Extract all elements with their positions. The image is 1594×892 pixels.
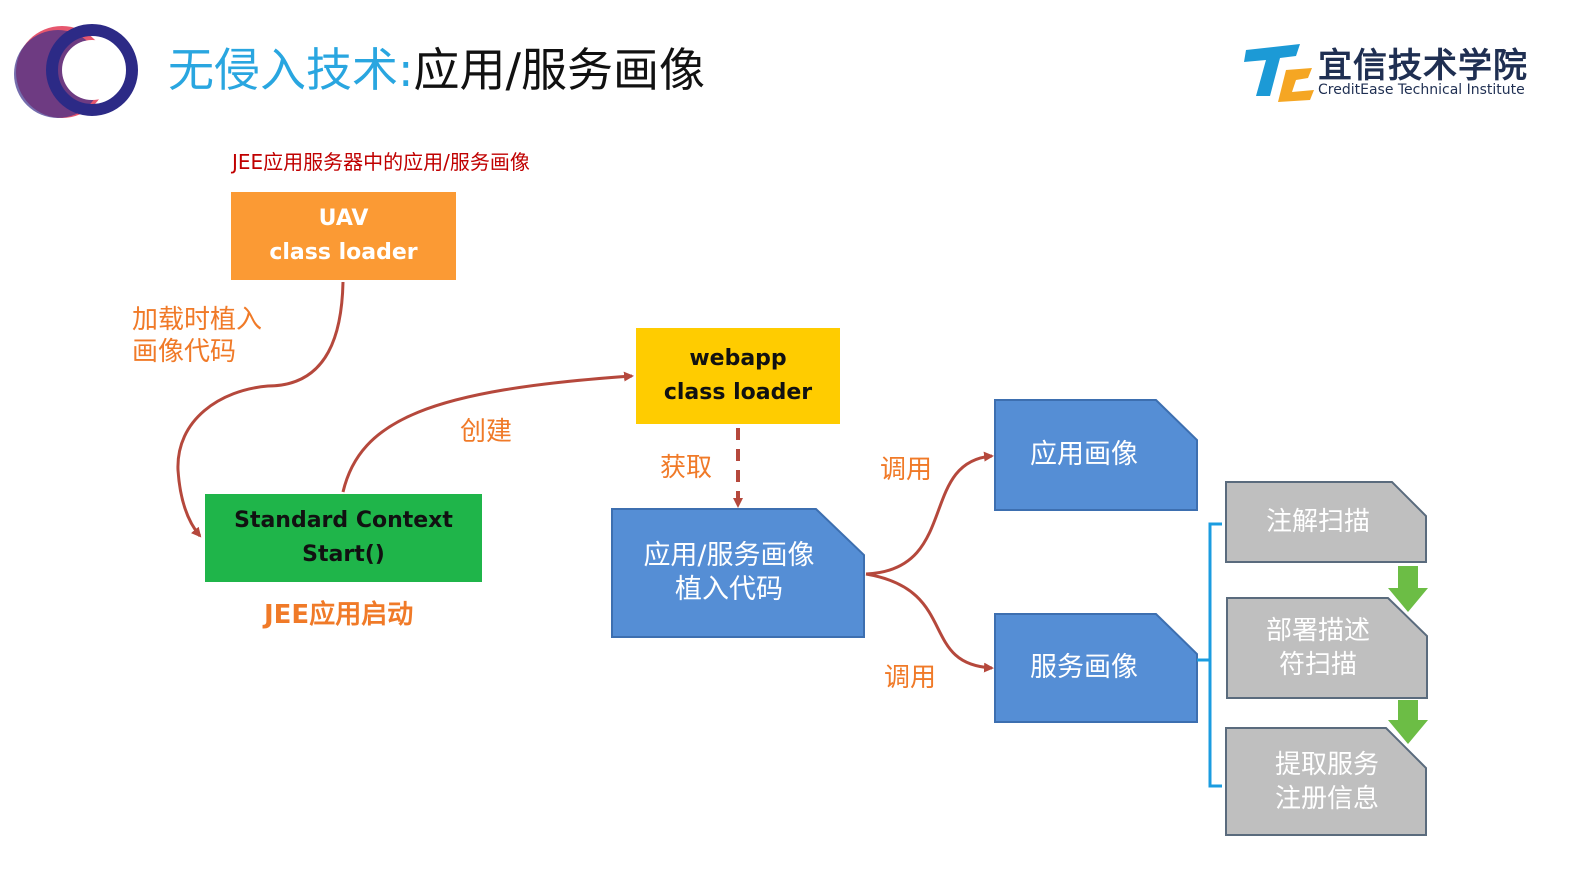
service-profile-doc: 服务画像	[995, 614, 1173, 722]
scan-step-doc-shape	[1225, 481, 1427, 563]
inject-doc-line2: 植入代码	[675, 574, 783, 605]
brand-monogram-icon	[1244, 44, 1314, 102]
webapp-box-line1: webapp	[689, 346, 787, 371]
scan-step-3-line2: 注册信息	[1274, 783, 1379, 814]
webapp-class-loader-box: webapp class loader	[636, 328, 840, 424]
webapp-box-line2: class loader	[663, 380, 813, 405]
uav-box-line2: class loader	[269, 240, 418, 265]
diagram-subtitle: JEE应用服务器中的应用/服务画像	[232, 150, 530, 174]
scan-step-annotation: 注解扫描	[1226, 482, 1410, 562]
brand-logo-rings	[14, 24, 138, 118]
create-label: 创建	[460, 417, 513, 447]
context-box-line1: Standard Context	[234, 508, 453, 533]
app-profile-doc-shape	[994, 399, 1198, 511]
inject-label: 加载时植入 画像代码	[132, 304, 262, 368]
page-title-rest: 应用/服务画像	[413, 43, 706, 97]
scan-bracket	[1208, 522, 1222, 788]
arrow-inject-to-app-profile	[865, 451, 994, 576]
scan-step-extract: 提取服务 注册信息	[1226, 728, 1428, 835]
uav-class-loader-box: UAV class loader	[231, 192, 456, 280]
page-title-highlight: 无侵入技术:	[168, 43, 414, 97]
scan-step-2-line2: 符扫描	[1278, 650, 1357, 680]
standard-context-box: Standard Context Start()	[205, 494, 482, 582]
scan-step-descriptor: 部署描述 符扫描	[1227, 598, 1409, 698]
fetch-label: 获取	[660, 453, 713, 483]
scan-step-2-line1: 部署描述	[1265, 616, 1370, 646]
arrow-inject-to-service-profile	[865, 572, 994, 673]
inject-label-line2: 画像代码	[132, 337, 237, 367]
arrow-context-to-webapp	[341, 371, 634, 493]
brand-name-cn: 宜信技术学院	[1318, 46, 1528, 86]
green-down-arrow-icon	[1388, 700, 1428, 744]
app-profile-doc: 应用画像	[995, 400, 1173, 510]
call-label-bottom: 调用	[884, 663, 937, 693]
green-down-arrow-icon	[1388, 566, 1428, 612]
page-title: 无侵入技术:应用/服务画像	[168, 38, 705, 102]
inject-doc-line1: 应用/服务画像	[643, 540, 815, 571]
uav-box-line1: UAV	[318, 206, 369, 231]
inject-code-doc-shape	[611, 508, 865, 638]
jee-start-label: JEE应用启动	[264, 600, 414, 630]
arrow-uav-to-context	[176, 281, 345, 538]
inject-label-line1: 加载时植入	[132, 305, 263, 335]
service-profile-doc-shape	[994, 613, 1198, 723]
call-label-top: 调用	[880, 455, 933, 485]
context-box-line2: Start()	[302, 542, 385, 567]
service-profile-doc-label: 服务画像	[1030, 652, 1138, 683]
inject-code-doc: 应用/服务画像 植入代码	[612, 509, 846, 637]
scan-step-1-line1: 注解扫描	[1265, 507, 1370, 537]
app-profile-doc-label: 应用画像	[1030, 439, 1138, 470]
brand-name-en: CreditEase Technical Institute	[1318, 82, 1525, 98]
scan-step-3-line1: 提取服务	[1274, 749, 1379, 780]
scan-step-doc-shape	[1225, 727, 1427, 836]
scan-step-doc-shape	[1226, 597, 1428, 699]
